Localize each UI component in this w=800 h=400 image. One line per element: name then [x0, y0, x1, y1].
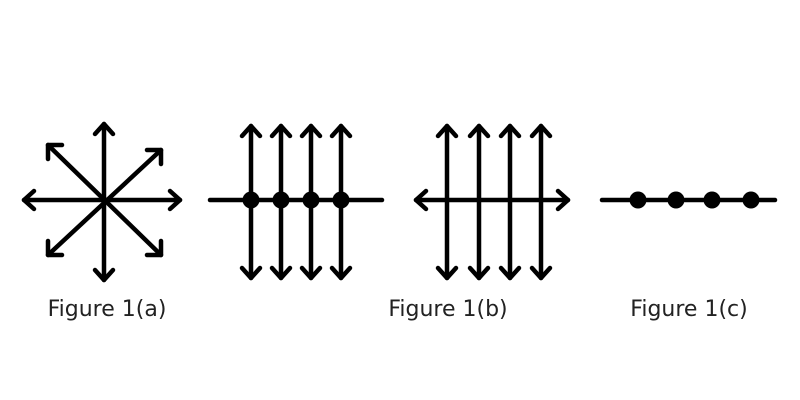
caption-figure-1a: Figure 1(a)	[47, 297, 167, 322]
figure-1a-star	[21, 121, 183, 283]
fig1b-arrowhead-left	[413, 188, 429, 212]
figure-1b-grid-arrows	[413, 123, 571, 281]
dot-1	[242, 191, 260, 209]
fig1b-vertical-arrow-2	[467, 123, 491, 281]
fig1b-vertical-arrow-4	[529, 123, 553, 281]
star-arrowhead-left	[21, 188, 37, 212]
star-arrowhead-up-right	[144, 147, 164, 167]
star-diagonal-down-line	[45, 142, 164, 258]
figure-dots-vertical-arrows	[207, 123, 385, 281]
diagram-strokes	[21, 121, 778, 283]
fig1c-dot-2	[667, 191, 685, 209]
star-arrowhead-up	[92, 121, 116, 137]
star-arrowhead-right	[167, 188, 183, 212]
star-arrowhead-down	[92, 267, 116, 283]
star-arrowhead-down-left	[45, 238, 65, 258]
fig1b-vertical-arrow-3	[498, 123, 522, 281]
caption-figure-1b: Figure 1(b)	[388, 297, 508, 322]
fig1c-dot-3	[703, 191, 721, 209]
dot-3	[302, 191, 320, 209]
star-arrowhead-up-left	[45, 142, 65, 162]
fig1c-dot-4	[742, 191, 760, 209]
fig1b-arrowhead-right	[555, 188, 571, 212]
caption-figure-1c: Figure 1(c)	[630, 297, 748, 322]
dot-4	[332, 191, 350, 209]
star-arrowhead-down-right	[144, 238, 164, 258]
dot-2	[272, 191, 290, 209]
fig1c-dot-1	[629, 191, 647, 209]
diagram-dots	[242, 191, 760, 209]
fig1b-vertical-arrow-1	[435, 123, 459, 281]
